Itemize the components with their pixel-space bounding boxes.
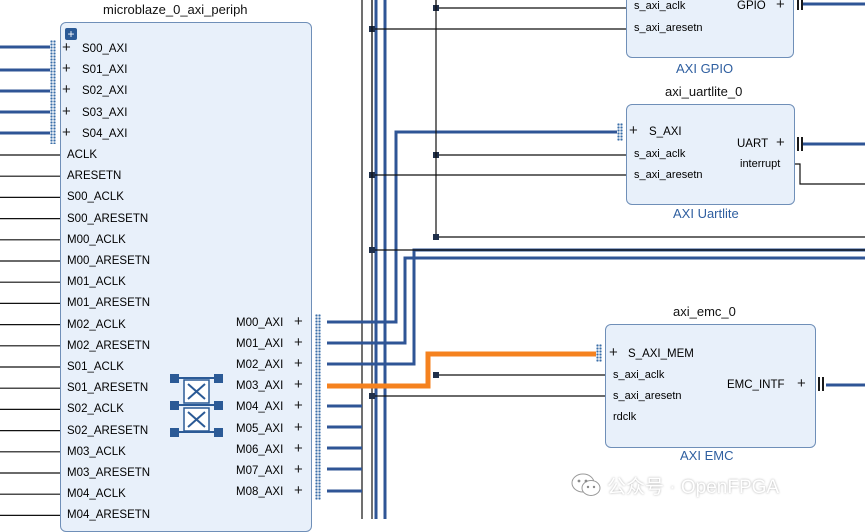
periph-port-expand-icon[interactable]: +	[62, 39, 71, 56]
periph-left-pin: M02_ARESETN	[67, 339, 151, 352]
periph-port-expand-icon[interactable]: +	[294, 481, 303, 499]
periph-left-pin: S01_ACLK	[67, 361, 124, 373]
periph-port-expand-icon[interactable]: +	[62, 123, 71, 141]
emc-bus-dots	[596, 344, 602, 362]
uart-pin-interrupt: interrupt	[740, 158, 781, 170]
periph-port-expand-icon[interactable]: +	[62, 81, 71, 99]
gpio-interface-bar-2	[801, 0, 803, 10]
uart-interface-bar	[797, 137, 799, 151]
periph-left-pin: S00_AXI	[82, 43, 128, 55]
periph-bus-dots-right	[315, 314, 321, 500]
periph-left-pin: M02_ACLK	[67, 318, 126, 331]
uart-port-expand-icon[interactable]: +	[776, 134, 785, 151]
periph-port-expand-icon[interactable]: +	[294, 334, 303, 352]
periph-left-pin: M01_ARESETN	[67, 297, 151, 310]
emc-pin-aclk: s_axi_aclk	[613, 369, 665, 381]
emc-port-expand-icon[interactable]: +	[797, 375, 806, 392]
periph-port-expand-icon[interactable]: +	[294, 460, 303, 478]
crossbar-icon	[170, 374, 223, 437]
junction-dot	[433, 372, 439, 378]
junction-dot	[369, 393, 375, 399]
periph-left-pin: S01_ARESETN	[67, 382, 149, 395]
uart-block[interactable]	[626, 104, 795, 205]
periph-left-pin: S01_AXI	[82, 64, 128, 77]
gpio-subtitle: AXI GPIO	[676, 61, 734, 76]
periph-port-expand-icon[interactable]: +	[62, 102, 71, 120]
wire-layer	[0, 0, 865, 519]
periph-left-pin: S02_ARESETN	[67, 424, 149, 437]
periph-port-expand-icon[interactable]: +	[294, 376, 303, 394]
gpio-block[interactable]	[626, 0, 794, 58]
gpio-pin-aresetn: s_axi_aresetn	[634, 22, 703, 34]
uart-pin-s-axi: S_AXI	[649, 126, 682, 138]
periph-right-pin: M02_AXI	[236, 359, 284, 372]
emc-pin-emc-intf: EMC_INTF	[727, 379, 785, 391]
emc-s-axi-mem-expand-icon[interactable]: +	[609, 344, 618, 361]
uart-pin-uart: UART	[737, 138, 769, 150]
periph-left-pin: S00_ARESETN	[67, 212, 149, 225]
periph-right-pin: M06_AXI	[236, 443, 284, 456]
periph-left-pin: S00_ACLK	[67, 191, 124, 204]
periph-right-pin: M04_AXI	[236, 401, 284, 414]
periph-left-pin: S04_AXI	[82, 127, 128, 140]
emc-subtitle: AXI EMC	[680, 448, 734, 463]
periph-right-pin: M03_AXI	[236, 380, 284, 393]
watermark-text: 公众号 · OpenFPGA	[607, 476, 780, 498]
gpio-clock-wire	[435, 0, 626, 9]
emc-title: axi_emc_0	[673, 304, 736, 319]
uart-pin-aresetn: s_axi_aresetn	[634, 169, 703, 181]
periph-right-pin: M01_AXI	[236, 338, 284, 351]
gpio-interface-bar	[797, 0, 799, 10]
periph-port-expand-icon[interactable]: +	[294, 355, 303, 373]
uart-pin-aclk: s_axi_aclk	[634, 148, 686, 160]
gpio-pin-gpio: GPIO	[737, 0, 766, 12]
uart-bus-dots	[617, 123, 623, 141]
periph-left-pin: M03_ACLK	[67, 445, 126, 458]
periph-right-pin: M08_AXI	[236, 485, 284, 498]
gpio-port-expand-icon[interactable]: +	[776, 0, 785, 13]
periph-port-expand-icon[interactable]: +	[294, 418, 303, 436]
periph-block[interactable]: +	[60, 22, 312, 532]
periph-port-expand-icon[interactable]: +	[294, 439, 303, 457]
periph-left-pin: S03_AXI	[82, 106, 128, 119]
periph-left-pin: M00_ACLK	[67, 233, 126, 246]
emc-pin-aresetn: s_axi_aresetn	[613, 390, 682, 402]
emc-interface-bar-2	[822, 377, 824, 391]
uart-interface-bar-2	[801, 137, 803, 151]
periph-left-pin: M01_ACLK	[67, 276, 126, 289]
interrupt-wire	[795, 163, 865, 185]
uart-subtitle: AXI Uartlite	[673, 206, 739, 221]
periph-left-pin: S02_AXI	[82, 85, 128, 98]
junction-dot	[369, 247, 375, 253]
watermark: 公众号 · OpenFPGA	[571, 470, 779, 500]
periph-left-pin: ACLK	[67, 149, 98, 161]
gpio-pin-aclk: s_axi_aclk	[634, 0, 686, 12]
emc-bus-wire-highlight	[327, 351, 596, 389]
periph-left-pin: M04_ACLK	[67, 488, 126, 501]
periph-right-pin: M07_AXI	[236, 464, 284, 477]
periph-port-expand-icon[interactable]: +	[62, 60, 71, 78]
emc-pin-rdclk: rdclk	[613, 411, 637, 423]
expand-icon[interactable]: +	[65, 28, 77, 40]
periph-title: microblaze_0_axi_periph	[103, 2, 248, 17]
periph-right-pin: M00_AXI	[236, 317, 284, 329]
periph-m01-wire	[327, 256, 865, 345]
periph-left-pin: ARESETN	[67, 170, 122, 183]
periph-left-pin: S02_ACLK	[67, 403, 124, 416]
junction-dot	[433, 234, 439, 240]
periph-port-expand-icon[interactable]: +	[294, 397, 303, 415]
uart-title: axi_uartlite_0	[665, 84, 743, 99]
periph-left-pin: M03_ARESETN	[67, 467, 151, 479]
uart-s-axi-expand-icon[interactable]: +	[629, 122, 638, 139]
periph-port-expand-icon[interactable]: +	[294, 313, 303, 330]
emc-block[interactable]	[605, 324, 816, 448]
periph-left-pin: M00_ARESETN	[67, 255, 151, 267]
periph-right-pin: M05_AXI	[236, 422, 284, 435]
uart-bus-wire	[327, 130, 617, 324]
wechat-icon	[571, 473, 601, 496]
periph-bus-dots-left	[50, 40, 56, 144]
periph-left-pin: M04_ARESETN	[67, 509, 151, 522]
emc-pin-s-axi-mem: S_AXI_MEM	[628, 348, 694, 360]
emc-interface-bar	[818, 377, 820, 391]
